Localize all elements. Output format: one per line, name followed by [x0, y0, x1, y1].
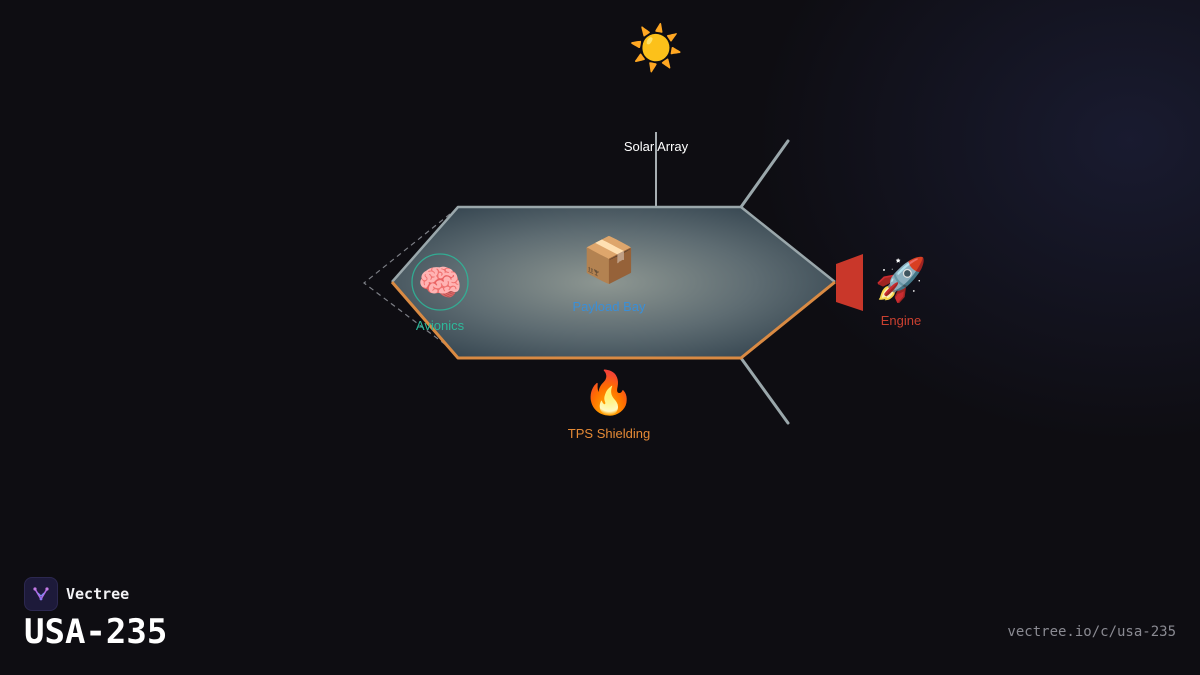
hull-outline-top — [391, 205, 836, 283]
vehicle-id-title: USA-235 — [24, 612, 168, 652]
share-url-link[interactable]: vectree.io/c/usa-235 — [1007, 624, 1176, 640]
rocket-icon: 🚀 — [875, 255, 927, 304]
engine-nozzle — [836, 254, 863, 311]
payload-bay-label: Payload Bay — [573, 299, 646, 314]
nose-guide-dashed — [363, 213, 451, 349]
fin-lower — [739, 356, 790, 425]
fin-upper — [739, 139, 790, 209]
sun-icon: ☀️ — [629, 21, 684, 74]
brand-name: Vectree — [66, 585, 130, 603]
solar-array-label: Solar Array — [624, 139, 689, 154]
hull-outline-bottom — [390, 280, 836, 360]
package-icon: 📦 — [582, 235, 637, 286]
brand[interactable]: Vectree — [24, 577, 129, 611]
tps-shielding-label: TPS Shielding — [568, 426, 650, 441]
hull-body — [392, 207, 835, 358]
fire-icon: 🔥 — [583, 368, 635, 417]
brain-icon: 🧠 — [418, 263, 463, 304]
vectree-logo-icon — [24, 577, 58, 611]
engine-label: Engine — [881, 313, 921, 328]
avionics-ring — [411, 253, 469, 311]
avionics-label: Avionics — [416, 318, 465, 333]
